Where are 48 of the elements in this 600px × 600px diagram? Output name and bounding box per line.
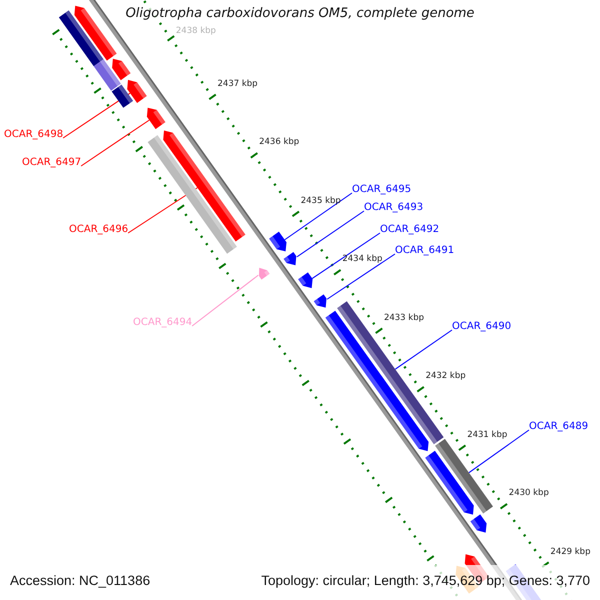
gene-bar xyxy=(148,135,237,254)
gene-bar xyxy=(470,514,487,533)
gene-bar xyxy=(298,272,313,288)
tick-label: 2429 kbp xyxy=(550,546,590,557)
tick-label: 2436 kbp xyxy=(259,137,300,148)
gene-bar xyxy=(112,84,134,108)
gene-label: OCAR_6492 xyxy=(380,224,440,236)
leader-line xyxy=(128,187,198,234)
gene-label: OCAR_6493 xyxy=(364,202,424,214)
gene-bar xyxy=(269,232,286,252)
gene-label: OCAR_6496 xyxy=(69,224,128,236)
gene-label: OCAR_6495 xyxy=(352,184,412,196)
tick-label: 2435 kbp xyxy=(300,196,341,206)
gene-bar xyxy=(425,450,474,515)
tick-label: 2430 kbp xyxy=(508,488,549,498)
gene-label: OCAR_6490 xyxy=(452,321,512,333)
gene-bar xyxy=(314,294,326,308)
gene-label: OCAR_6491 xyxy=(395,245,454,257)
leader-line xyxy=(312,232,380,279)
accession-text: Accession: NC_011386 xyxy=(10,573,150,589)
gene-label: OCAR_6489 xyxy=(529,421,588,433)
gene-label: OCAR_6498 xyxy=(4,129,64,141)
gene-label: OCAR_6497 xyxy=(22,157,82,169)
gene-bar xyxy=(163,130,246,242)
gene-bar xyxy=(259,268,270,280)
gene-bar xyxy=(94,59,121,91)
tick-label: 2437 kbp xyxy=(218,78,258,89)
gene-bar xyxy=(112,58,131,80)
leader-line xyxy=(296,210,364,258)
gene-bar xyxy=(435,438,493,514)
leader-line xyxy=(62,92,131,138)
gene-bar xyxy=(146,108,166,130)
tick-label: 2431 kbp xyxy=(467,430,508,440)
gene-label: OCAR_6494 xyxy=(133,317,192,329)
tick-label: 2434 kbp xyxy=(342,254,382,264)
gene-bar xyxy=(127,80,147,103)
gene-bar xyxy=(58,10,104,66)
tick-label: 2438 kbp xyxy=(176,26,216,36)
leader-line xyxy=(80,120,150,166)
leader-line xyxy=(284,192,352,240)
gene-bar xyxy=(74,6,117,61)
tick-label: 2432 kbp xyxy=(426,371,466,382)
genome-info-text: Topology: circular; Length: 3,745,629 bp; Genes: 3,770 xyxy=(261,573,590,589)
tick-label: 2433 kbp xyxy=(384,312,424,323)
gene-bar xyxy=(284,252,296,266)
leader-line xyxy=(326,254,396,300)
leader-line xyxy=(192,274,259,326)
leader-line xyxy=(394,330,452,370)
